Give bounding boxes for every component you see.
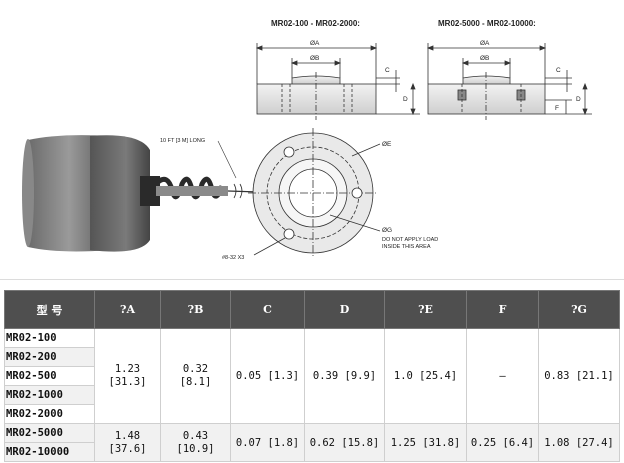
dim-b-small: ØB bbox=[310, 55, 319, 62]
dim-a-large: ØA bbox=[480, 40, 490, 47]
value-b-mm: [10.9] bbox=[176, 442, 215, 455]
table-row: MR02-5000 1.48[37.6] 0.43[10.9] 0.07 [1.… bbox=[4, 423, 620, 462]
top-view bbox=[248, 128, 381, 258]
dim-c-small: C bbox=[385, 67, 390, 74]
header-e: ?E bbox=[384, 290, 467, 329]
side-view-large bbox=[426, 43, 592, 120]
value-g-group2: 1.08 [27.4] bbox=[538, 423, 620, 462]
dim-f-large: F bbox=[555, 105, 559, 112]
dim-b-large: ØB bbox=[480, 55, 489, 62]
load-cell-image bbox=[22, 135, 259, 252]
value-d-group2: 0.62 [15.8] bbox=[304, 423, 385, 462]
header-c: C bbox=[230, 290, 305, 329]
thread-note: #8-32 X3 bbox=[222, 255, 244, 261]
dim-d-small: D bbox=[403, 96, 408, 103]
dim-d-large: D bbox=[576, 96, 581, 103]
header-model: 型 号 bbox=[4, 290, 95, 329]
section-divider bbox=[0, 279, 624, 280]
value-b-group1: 0.32[8.1] bbox=[160, 328, 231, 424]
warning-line-1: DO NOT APPLY LOAD bbox=[382, 237, 438, 243]
model-cell: MR02-1000 bbox=[4, 385, 95, 405]
header-g: ?G bbox=[538, 290, 620, 329]
value-c-group2: 0.07 [1.8] bbox=[230, 423, 305, 462]
title-small-series: MR02-100 - MR02-2000: bbox=[271, 19, 360, 28]
value-f-group2: 0.25 [6.4] bbox=[466, 423, 539, 462]
value-d-group1: 0.39 [9.9] bbox=[304, 328, 385, 424]
cable-length-note: 10 FT [3 M] LONG bbox=[160, 138, 205, 144]
header-b: ?B bbox=[160, 290, 231, 329]
table-row: MR02-10000 bbox=[4, 442, 620, 462]
value-e-group2: 1.25 [31.8] bbox=[384, 423, 467, 462]
model-cell: MR02-5000 bbox=[4, 423, 95, 443]
model-cell: MR02-100 bbox=[4, 328, 95, 348]
model-cell: MR02-500 bbox=[4, 366, 95, 386]
dim-c-large: C bbox=[556, 67, 561, 74]
header-f: F bbox=[466, 290, 539, 329]
header-a: ?A bbox=[94, 290, 161, 329]
dim-e-label: ØE bbox=[382, 141, 392, 148]
value-g-group1: 0.83 [21.1] bbox=[538, 328, 620, 424]
warning-line-2: INSIDE THIS AREA bbox=[382, 244, 431, 250]
value-a-group2: 1.48[37.6] bbox=[94, 423, 161, 462]
model-cell: MR02-2000 bbox=[4, 404, 95, 424]
value-a-inch: 1.23 bbox=[114, 363, 141, 375]
title-large-series: MR02-5000 - MR02-10000: bbox=[438, 19, 536, 28]
model-cell: MR02-200 bbox=[4, 347, 95, 367]
model-cell: MR02-10000 bbox=[4, 442, 95, 462]
table-row: MR02-200 bbox=[4, 347, 620, 367]
value-a-group1: 1.23[31.3] bbox=[94, 328, 161, 424]
header-d: D bbox=[304, 290, 385, 329]
technical-drawing: MR02-100 - MR02-2000: MR02-5000 - MR02-1… bbox=[22, 19, 592, 261]
spec-table: 型 号 ?A ?B C D ?E F ?G MR02-100 1.23[31.3… bbox=[4, 290, 620, 462]
value-a-inch: 1.48 bbox=[114, 429, 141, 442]
table-row: MR02-1000 bbox=[4, 385, 620, 405]
table-header-row: 型 号 ?A ?B C D ?E F ?G bbox=[4, 290, 620, 329]
dim-g-label: ØG bbox=[382, 227, 392, 234]
table-row: MR02-100 1.23[31.3] 0.32[8.1] 0.05 [1.3]… bbox=[4, 328, 620, 424]
dim-a-small: ØA bbox=[310, 40, 320, 47]
value-a-mm: [31.3] bbox=[108, 376, 147, 388]
side-view-small bbox=[255, 43, 420, 120]
value-b-inch: 0.43 bbox=[182, 429, 209, 442]
value-b-inch: 0.32 bbox=[182, 363, 209, 375]
value-a-mm: [37.6] bbox=[108, 442, 147, 455]
value-c-group1: 0.05 [1.3] bbox=[230, 328, 305, 424]
value-e-group1: 1.0 [25.4] bbox=[384, 328, 467, 424]
value-b-mm: [8.1] bbox=[179, 376, 212, 388]
value-b-group2: 0.43[10.9] bbox=[160, 423, 231, 462]
value-f-group1: – bbox=[466, 328, 539, 424]
